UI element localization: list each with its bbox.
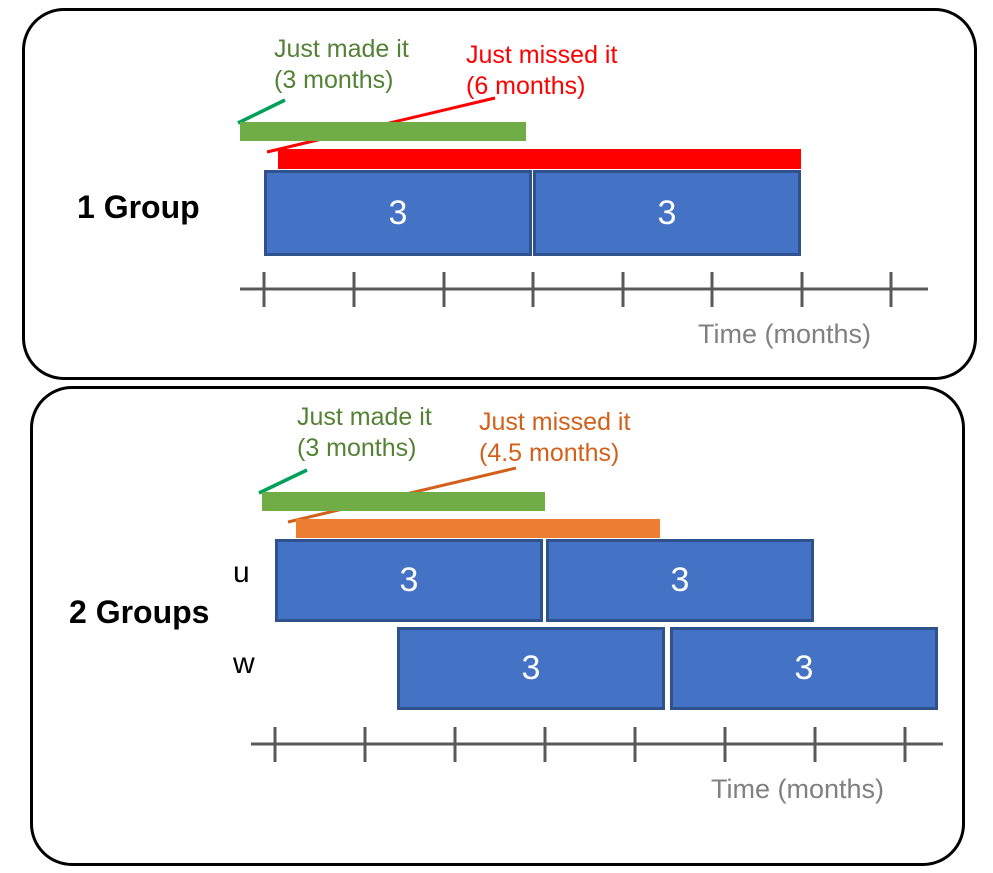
- task-box[interactable]: 3: [546, 539, 814, 622]
- task-box[interactable]: 3: [275, 539, 543, 622]
- annotation-just-made-it: Just made it (3 months): [274, 34, 409, 95]
- annotation-just-made-it-line2: (3 months): [297, 433, 417, 462]
- panel-title-two-groups: 2 Groups: [69, 594, 210, 630]
- time-axis: [25, 11, 977, 380]
- task-box-value: 3: [399, 561, 419, 599]
- panel-title-one-group: 1 Group: [77, 189, 200, 225]
- axis-ticks: [262, 272, 893, 307]
- panel-two-groups: 2 Groups Just made it (3 months) Just mi…: [30, 386, 965, 866]
- annotation-just-missed-it-line2: (6 months): [466, 71, 586, 100]
- task-box-value: 3: [670, 561, 690, 599]
- annotation-just-made-it-line1: Just made it: [297, 403, 432, 431]
- task-box[interactable]: 3: [533, 170, 801, 256]
- task-box-value: 3: [794, 649, 814, 687]
- red-deadline-bar: [278, 149, 801, 169]
- time-axis: [33, 389, 963, 864]
- axis-caption: Time (months): [698, 319, 872, 349]
- axis-ticks: [273, 727, 907, 762]
- annotation-just-made-it-line2: (3 months): [274, 65, 394, 94]
- task-box-value: 3: [521, 649, 541, 687]
- task-box[interactable]: 3: [264, 170, 532, 256]
- annotation-just-missed-it-line1: Just missed it: [466, 41, 618, 69]
- green-leader-line: [237, 98, 286, 125]
- row-label-w: w: [233, 647, 255, 680]
- panel-one-group: 1 Group Just made it (3 months) Just mis…: [22, 8, 977, 380]
- orange-deadline-bar: [296, 519, 660, 538]
- annotation-just-missed-it: Just missed it (4.5 months): [479, 407, 630, 468]
- green-leader-line: [258, 468, 308, 495]
- task-box-value: 3: [657, 193, 677, 232]
- annotation-just-missed-it-line2: (4.5 months): [479, 438, 620, 467]
- green-deadline-bar: [240, 122, 526, 141]
- axis-caption: Time (months): [711, 774, 885, 804]
- task-box[interactable]: 3: [397, 627, 665, 710]
- annotation-just-made-it-line1: Just made it: [274, 35, 409, 63]
- annotation-just-missed-it: Just missed it (6 months): [466, 40, 617, 101]
- task-box[interactable]: 3: [670, 627, 938, 710]
- task-box-value: 3: [388, 193, 408, 232]
- annotation-just-made-it: Just made it (3 months): [297, 402, 432, 463]
- row-label-u: u: [233, 556, 250, 589]
- annotation-just-missed-it-line1: Just missed it: [479, 408, 631, 436]
- green-deadline-bar: [262, 492, 545, 511]
